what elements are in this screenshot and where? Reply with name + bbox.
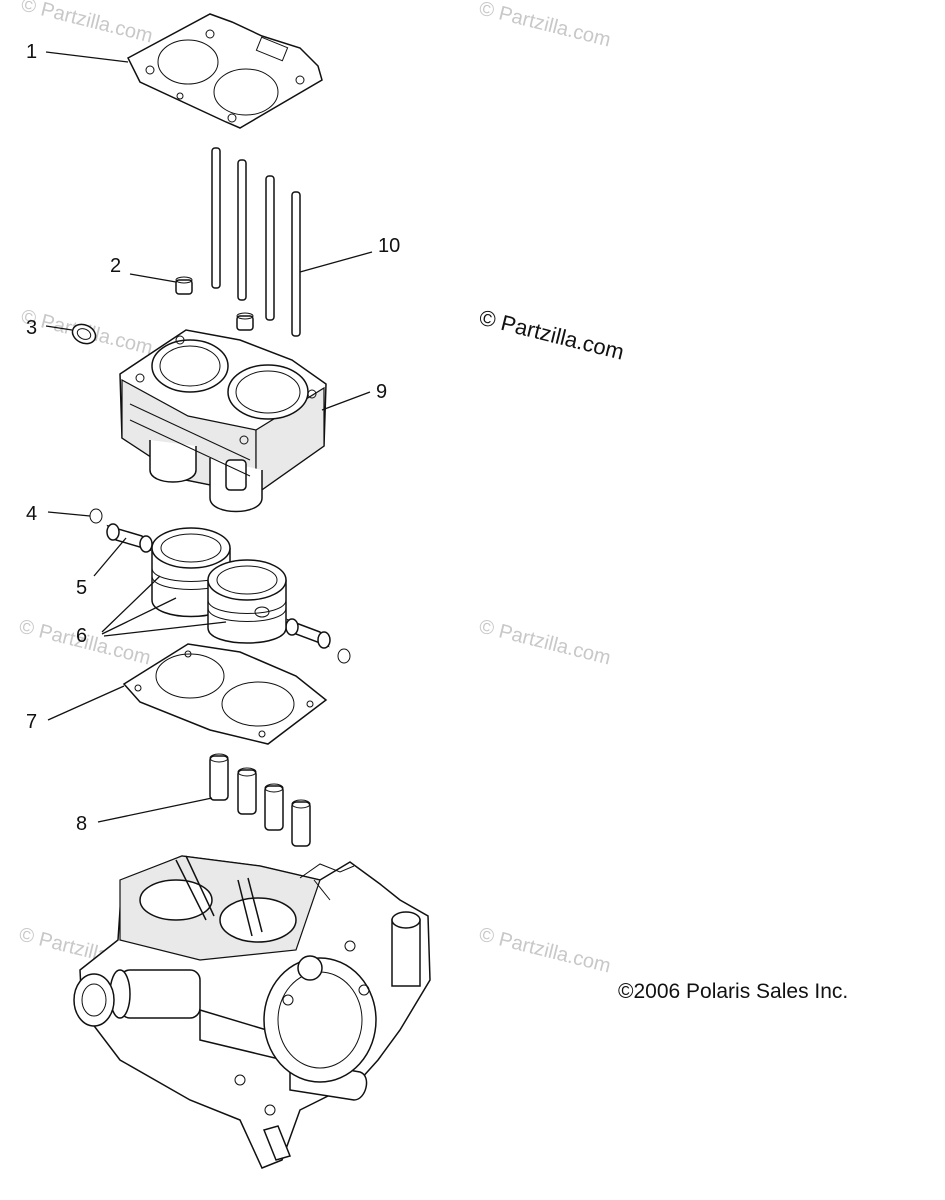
- leader-line-8: [97, 797, 213, 823]
- callout-8: 8: [76, 813, 87, 835]
- callout-labels: 1 2 3 4 5 6 7 8 9 10: [26, 41, 400, 835]
- watermark-tile: © Partzilla.com: [477, 924, 613, 978]
- part-8-dowels: [209, 753, 311, 847]
- callout-2: 2: [110, 255, 121, 277]
- watermark-main: © Partzilla.com: [477, 305, 627, 365]
- leader-line-3: [45, 325, 73, 331]
- leader-line-10: [299, 251, 373, 273]
- leader-line-5: [93, 537, 127, 577]
- callout-6: 6: [76, 625, 87, 647]
- leader-line-4: [47, 511, 91, 517]
- watermark-tiles: © Partzilla.com © Partzilla.com © Partzi…: [17, 0, 613, 977]
- leader-line-1: [45, 51, 129, 63]
- callout-5: 5: [76, 577, 87, 599]
- callout-1: 1: [26, 41, 37, 63]
- watermark-tile: © Partzilla.com: [19, 0, 155, 47]
- part-6-pistons: [151, 527, 287, 644]
- callout-9: 9: [376, 381, 387, 403]
- part-7-base-gasket: [122, 643, 328, 745]
- leader-line-6b: [101, 597, 177, 635]
- watermark-tile: © Partzilla.com: [477, 0, 613, 51]
- leader-line-6c: [103, 621, 227, 637]
- part-1-head-gasket: [127, 13, 323, 129]
- watermark-tile: © Partzilla.com: [477, 616, 613, 670]
- part-2-dowels: [175, 276, 254, 331]
- leader-line-2: [129, 273, 177, 283]
- engine-crankcase: [73, 855, 431, 1169]
- part-3-plug: [71, 323, 97, 345]
- callout-10: 10: [378, 235, 400, 257]
- leader-line-7: [47, 685, 125, 721]
- leader-line-9: [321, 391, 371, 411]
- callout-3: 3: [26, 317, 37, 339]
- leader-line-6a: [101, 575, 161, 633]
- part-10-studs: [211, 147, 301, 337]
- part-9-cylinder: [119, 329, 327, 513]
- copyright-notice: ©2006 Polaris Sales Inc.: [618, 980, 848, 1003]
- callout-4: 4: [26, 503, 37, 525]
- leader-lines: [45, 51, 373, 823]
- callout-7: 7: [26, 711, 37, 733]
